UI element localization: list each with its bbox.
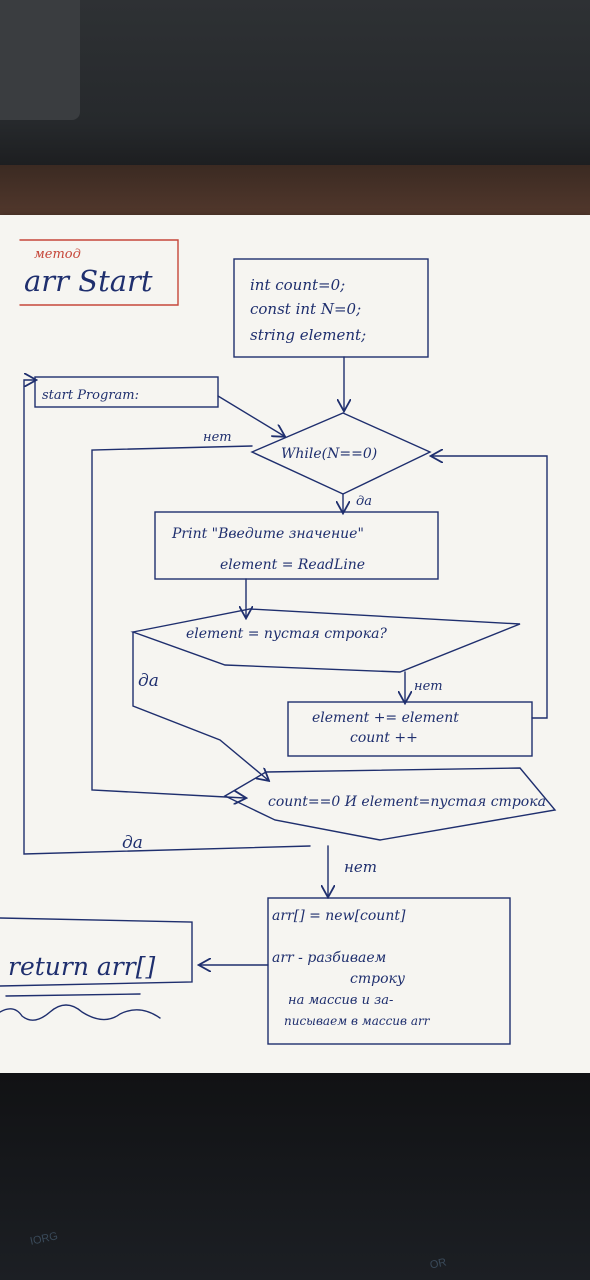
laptop-background (0, 0, 590, 175)
paper-sheet (0, 215, 590, 1073)
print-line-2: element = ReadLine (220, 557, 365, 573)
header-frame (19, 239, 179, 306)
build-line-4: на массив и за- (288, 993, 393, 1008)
append-line-2: count ++ (350, 730, 418, 746)
build-line-1: arr[] = new[count] (272, 908, 406, 924)
return-label: return arr[] (8, 952, 155, 981)
label-no-3: нет (344, 858, 377, 876)
start-label: start Program: (42, 388, 139, 403)
build-box (267, 897, 511, 1045)
append-box (287, 701, 533, 757)
init-line-3: string element; (250, 326, 366, 344)
check-label: element = пустая строка? (186, 626, 387, 642)
header-small: метод (34, 247, 81, 262)
floor-background: IORG OR (0, 1073, 590, 1280)
final-label: count==0 И element=пустая строка (268, 794, 546, 810)
final-yes-line (23, 380, 311, 855)
label-yes-2: да (138, 671, 159, 691)
start-box (34, 376, 219, 408)
init-line-2: const int N=0; (250, 300, 361, 318)
return-underline (5, 993, 141, 997)
loop-back-line (432, 456, 548, 719)
build-line-3: строку (350, 971, 406, 987)
label-yes-3: да (122, 833, 143, 853)
laptop-screen-corner (0, 0, 80, 120)
label-yes-1: да (356, 494, 372, 509)
build-line-2: arr - разбиваем (272, 950, 386, 966)
while-label: While(N==0) (281, 446, 377, 462)
header-title: arr Start (24, 264, 153, 298)
loop-no-line (91, 445, 253, 798)
label-no-1: нет (203, 430, 232, 445)
print-box (154, 511, 439, 580)
check-yes-line (132, 631, 268, 780)
label-no-2: нет (414, 679, 443, 694)
return-wave (0, 1004, 161, 1021)
append-line-1: element += element (312, 710, 459, 726)
final-diamond (223, 767, 557, 841)
arrow-start-while (217, 395, 284, 436)
return-box (0, 917, 193, 987)
build-line-5: писываем в массив arr (284, 1014, 431, 1028)
init-box (233, 258, 429, 358)
check-diamond (130, 608, 521, 673)
init-line-1: int count=0; (250, 276, 345, 294)
print-line-1: Print "Введите значение" (171, 526, 364, 542)
